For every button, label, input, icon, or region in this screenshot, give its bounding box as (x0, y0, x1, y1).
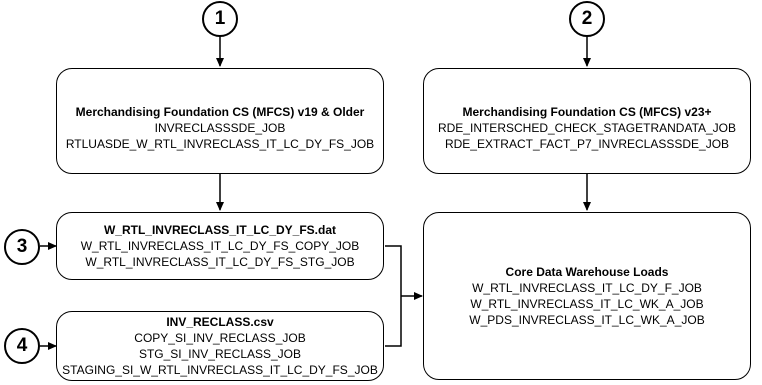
csv-file-job: STG_SI_INV_RECLASS_JOB (138, 347, 302, 361)
dat-file-job: W_RTL_INVRECLASS_IT_LC_DY_FS_STG_JOB (85, 255, 355, 269)
step-3-marker: 3 (4, 229, 40, 265)
mfcs-v19-older-job: RTLUASDE_W_RTL_INVRECLASS_IT_LC_DY_FS_JO… (65, 137, 375, 151)
merge-line-csv (385, 296, 402, 347)
step-4-marker: 4 (4, 328, 40, 364)
core-dw-loads-job: W_RTL_INVRECLASS_IT_LC_DY_F_JOB (472, 281, 702, 295)
csv-file-job: STAGING_SI_W_RTL_INVRECLASS_IT_LC_DY_FS_… (62, 363, 378, 377)
step-4-label: 4 (16, 335, 28, 356)
dat-file-title: W_RTL_INVRECLASS_IT_LC_DY_FS.dat (103, 223, 337, 237)
mfcs-v19-older-box: Merchandising Foundation CS (MFCS) v19 &… (56, 68, 384, 174)
mfcs-v23-job: RDE_EXTRACT_FACT_P7_INVRECLASSSDE_JOB (444, 137, 730, 151)
step-1-label: 1 (214, 8, 226, 29)
mfcs-v23-box: Merchandising Foundation CS (MFCS) v23+ … (423, 68, 751, 174)
mfcs-v23-title: Merchandising Foundation CS (MFCS) v23+ (462, 105, 712, 119)
dat-file-job: W_RTL_INVRECLASS_IT_LC_DY_FS_COPY_JOB (80, 239, 360, 253)
dat-file-box: W_RTL_INVRECLASS_IT_LC_DY_FS.dat W_RTL_I… (56, 212, 384, 280)
merge-line-dat (385, 245, 402, 296)
csv-file-job: COPY_SI_INV_RECLASS_JOB (134, 331, 306, 345)
step-3-label: 3 (16, 236, 28, 257)
core-dw-loads-job: W_PDS_INVRECLASS_IT_LC_WK_A_JOB (469, 313, 705, 327)
step-1-marker: 1 (202, 1, 238, 37)
core-dw-loads-job: W_RTL_INVRECLASS_IT_LC_WK_A_JOB (470, 297, 704, 311)
mfcs-v19-older-title: Merchandising Foundation CS (MFCS) v19 &… (75, 105, 365, 119)
mfcs-v19-older-job: INVRECLASSSDE_JOB (154, 121, 286, 135)
step-2-label: 2 (581, 8, 593, 29)
csv-file-title: INV_RECLASS.csv (166, 315, 274, 329)
core-dw-loads-title: Core Data Warehouse Loads (505, 265, 669, 279)
mfcs-v23-job: RDE_INTERSCHED_CHECK_STAGETRANDATA_JOB (437, 121, 737, 135)
core-dw-loads-box: Core Data Warehouse Loads W_RTL_INVRECLA… (423, 212, 751, 380)
step-2-marker: 2 (569, 1, 605, 37)
csv-file-box: INV_RECLASS.csv COPY_SI_INV_RECLASS_JOB … (56, 311, 384, 381)
